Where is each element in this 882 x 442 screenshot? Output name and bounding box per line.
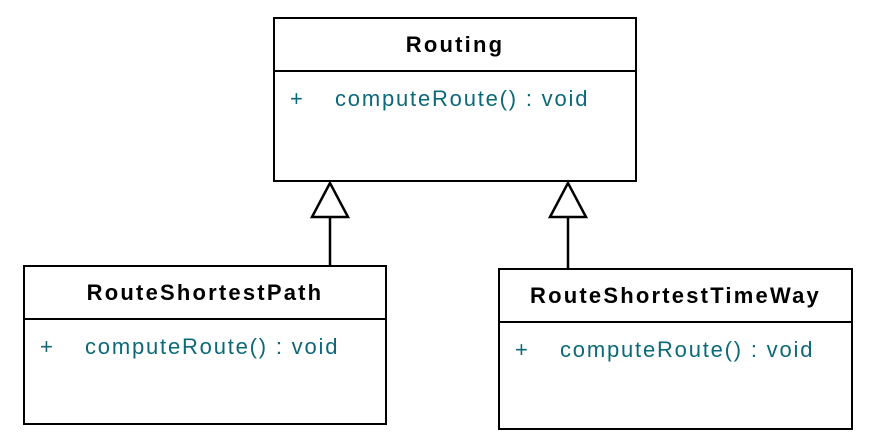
method-row: + computeRoute() : void [25,334,385,360]
method-row: + computeRoute() : void [500,337,851,363]
generalization-arrow-right [547,180,589,270]
members-compartment: + computeRoute() : void [25,320,385,360]
visibility-symbol: + [40,334,55,359]
visibility-symbol: + [515,337,530,362]
class-name-routing: Routing [275,19,635,72]
class-name-route-shortest-time-way: RouteShortestTimeWay [500,270,851,323]
members-compartment: + computeRoute() : void [500,323,851,363]
method-signature: computeRoute() : void [335,86,590,111]
method-signature: computeRoute() : void [560,337,815,362]
class-box-route-shortest-time-way: RouteShortestTimeWay + computeRoute() : … [498,268,853,430]
members-compartment: + computeRoute() : void [275,72,635,112]
class-box-routing: Routing + computeRoute() : void [273,17,637,182]
generalization-arrow-left [309,180,351,267]
method-signature: computeRoute() : void [85,334,340,359]
class-box-route-shortest-path: RouteShortestPath + computeRoute() : voi… [23,265,387,425]
class-name-route-shortest-path: RouteShortestPath [25,267,385,320]
visibility-symbol: + [290,86,305,111]
method-row: + computeRoute() : void [275,86,635,112]
